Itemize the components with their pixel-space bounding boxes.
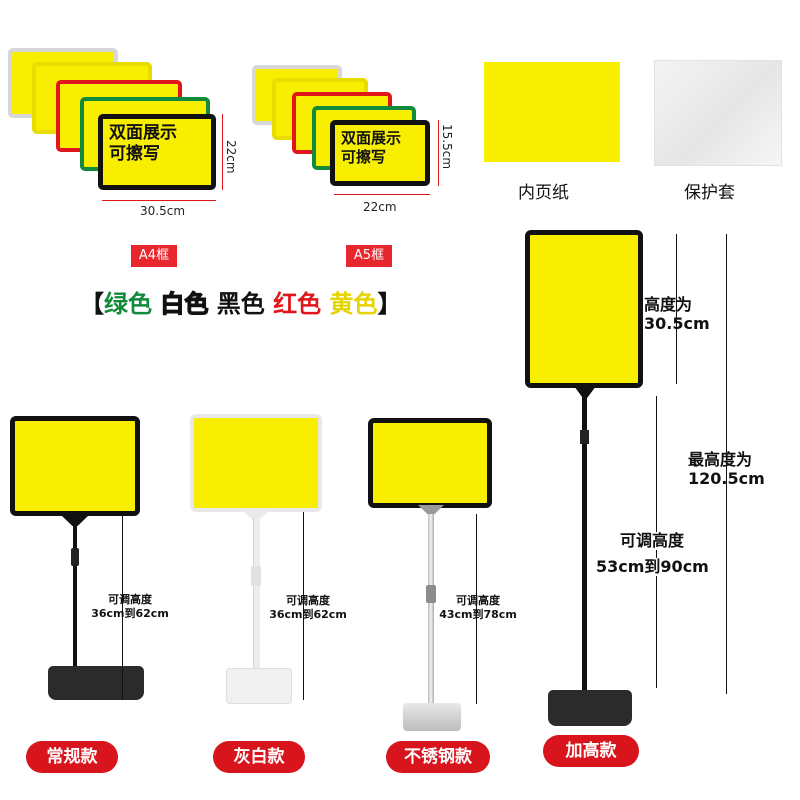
stand-tall-frame-arrow xyxy=(676,234,677,384)
stand-regular-name: 常规款 xyxy=(26,741,118,773)
stand-stainless-bracket xyxy=(418,505,444,515)
stand-regular-arrow xyxy=(122,514,123,700)
stand-tall-pole xyxy=(582,396,587,696)
stand-regular-pole xyxy=(73,524,77,670)
a5-height-line xyxy=(438,120,439,186)
protective-cover-swatch xyxy=(654,60,782,166)
stand-tall-max-height-value: 120.5cm xyxy=(688,469,765,488)
a4-black-frame: 双面展示 可擦写 xyxy=(98,114,216,190)
stand-stainless-name: 不锈钢款 xyxy=(386,741,490,773)
stand-stainless-frame xyxy=(368,418,492,508)
a5-card-line1: 双面展示 xyxy=(341,129,402,147)
stand-regular-adjust-label: 可调高度 xyxy=(108,593,152,606)
color-bracket-close: 】 xyxy=(377,290,402,318)
a4-height-line xyxy=(222,114,223,190)
stand-stainless-base xyxy=(403,703,461,731)
color-options: 【绿色 白色 黑色 红色 黄色】 xyxy=(80,284,470,319)
stand-stainless-adjust-label: 可调高度 xyxy=(456,594,500,607)
a4-tag: A4框 xyxy=(131,245,177,267)
color-yellow: 黄色 xyxy=(329,290,378,318)
a4-card-line1: 双面展示 xyxy=(109,123,177,143)
stand-tall-frame-height-label: 高度为 xyxy=(644,295,693,314)
stand-stainless-knob xyxy=(426,585,436,603)
stand-stainless-pole xyxy=(428,514,434,708)
stand-regular-bracket xyxy=(62,516,88,526)
color-green: 绿色 xyxy=(104,290,152,318)
stand-gray-white-name: 灰白款 xyxy=(213,741,305,773)
stand-tall-name: 加高款 xyxy=(543,735,639,767)
stand-gray-white-frame xyxy=(190,414,322,512)
stand-gray-white-range: 36cm到62cm xyxy=(269,608,347,621)
stand-tall-adjust-label: 可调高度 xyxy=(620,531,685,550)
color-red: 红色 xyxy=(273,290,322,318)
a5-width-label: 22cm xyxy=(363,200,397,214)
a5-width-line xyxy=(334,194,430,195)
stand-gray-white-knob xyxy=(251,566,261,586)
stand-tall-range: 53cm到90cm xyxy=(596,557,709,576)
stand-gray-white-base xyxy=(226,668,292,704)
a4-width-label: 30.5cm xyxy=(140,204,186,218)
inner-paper-swatch xyxy=(484,62,620,162)
stand-gray-white-pole xyxy=(253,518,260,673)
stand-regular-knob xyxy=(71,548,79,566)
stand-gray-white-arrow xyxy=(303,512,304,700)
stand-gray-white-adjust-label: 可调高度 xyxy=(286,594,330,607)
color-bracket-open: 【 xyxy=(80,290,104,318)
stand-stainless-range: 43cm到78cm xyxy=(439,608,517,621)
stand-tall-knob xyxy=(580,430,589,444)
a4-width-line xyxy=(102,200,216,201)
stand-stainless-arrow xyxy=(476,514,477,704)
a5-card-line2: 可擦写 xyxy=(341,147,387,166)
stand-regular-frame xyxy=(10,416,140,516)
protective-cover-label: 保护套 xyxy=(684,183,735,203)
a5-tag: A5框 xyxy=(346,245,392,267)
a4-height-label: 22cm xyxy=(224,140,238,174)
color-black: 黑色 xyxy=(216,290,265,318)
color-white: 白色 xyxy=(160,289,209,318)
stand-regular-base xyxy=(48,666,144,700)
inner-paper-label: 内页纸 xyxy=(518,183,569,203)
stand-tall-max-arrow xyxy=(726,234,727,694)
stand-gray-white-bracket xyxy=(242,510,270,520)
a4-card-line2: 可擦写 xyxy=(109,144,160,165)
stand-regular-range: 36cm到62cm xyxy=(91,607,169,620)
stand-tall-max-height-label: 最高度为 xyxy=(688,450,753,469)
a5-black-frame: 双面展示 可擦写 xyxy=(330,120,430,186)
stand-tall-frame xyxy=(525,230,643,388)
stand-tall-base xyxy=(548,690,632,726)
stand-tall-frame-height-value: 30.5cm xyxy=(644,314,710,333)
a5-height-label: 15.5cm xyxy=(440,124,454,170)
